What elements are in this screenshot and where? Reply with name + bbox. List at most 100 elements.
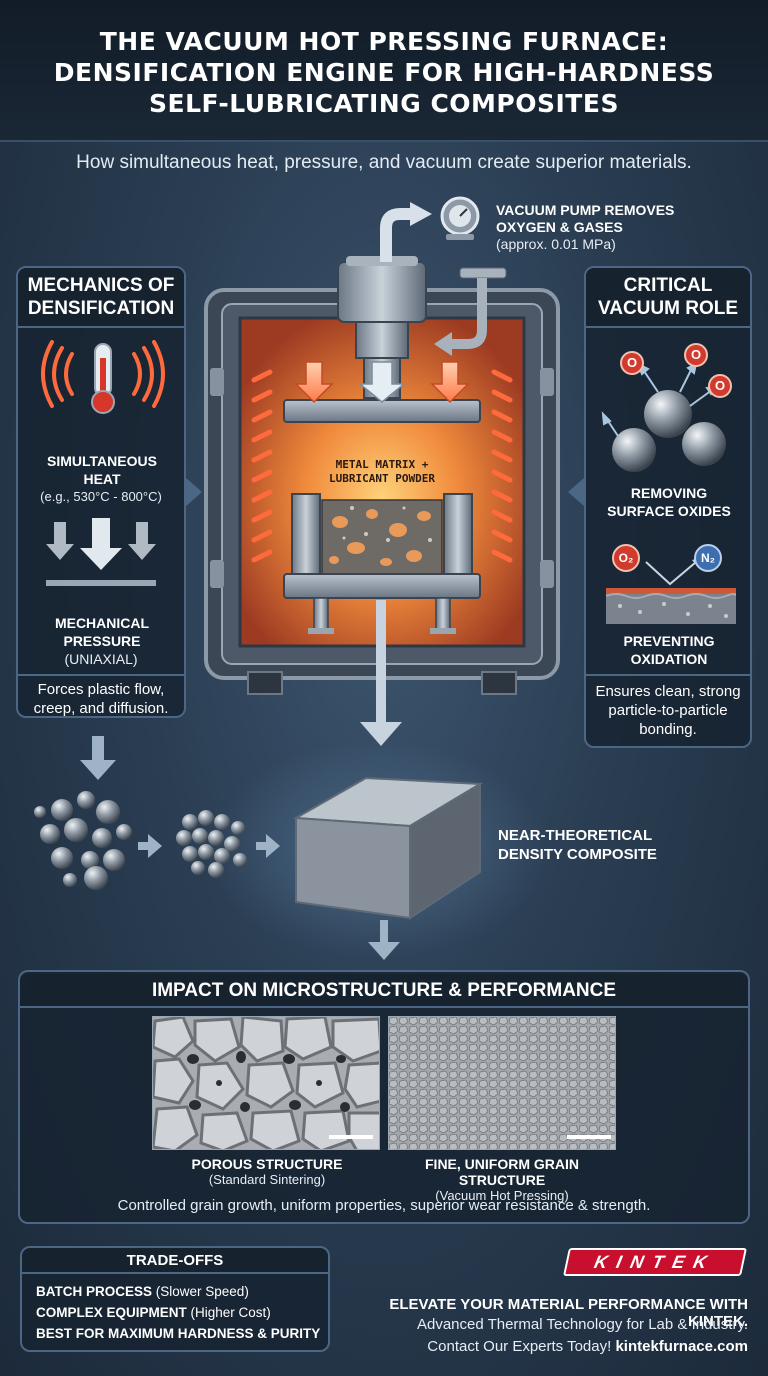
- vacuum-role-caption-line-1: Ensures clean, strong: [595, 683, 741, 700]
- thermometer-icon: [41, 340, 165, 414]
- mechanics-caption-line-1: Forces plastic flow,: [37, 681, 165, 698]
- sample-label-line-2: LUBRICANT POWDER: [329, 472, 435, 485]
- o2-molecule: O₂: [612, 544, 640, 572]
- composite-cube: [292, 776, 484, 920]
- furnace-diagram: [34, 196, 560, 960]
- heating-elements-right: [491, 369, 513, 563]
- result-label: NEAR-THEORETICAL DENSITY COMPOSITE: [498, 826, 698, 864]
- fine-grain-caption: FINE, UNIFORM GRAIN STRUCTURE (Vacuum Ho…: [380, 1156, 624, 1203]
- porous-caption: POROUS STRUCTURE (Standard Sintering): [150, 1156, 384, 1187]
- stage-arrow-1: [138, 834, 162, 858]
- pressure-arrows-red: [294, 361, 470, 404]
- cta-website-link[interactable]: kintekfurnace.com: [615, 1338, 748, 1355]
- heat-label-line-1: SIMULTANEOUS: [47, 453, 157, 469]
- prevent-oxidation-label: PREVENTING OXIDATION: [588, 632, 750, 668]
- vacuum-role-divider: [586, 674, 750, 676]
- impact-summary: Controlled grain growth, uniform propert…: [117, 1197, 651, 1214]
- vacuum-gauge-icon: [440, 196, 480, 240]
- mechanics-panel: MECHANICS OF DENSIFICATION SIMULTANEOUS …: [16, 266, 186, 718]
- kintek-logo: KINTEK: [563, 1248, 747, 1276]
- prevent-oxidation-line-1: PREVENTING: [623, 633, 715, 649]
- tradeoff-row-2-bold: COMPLEX EQUIPMENT: [36, 1305, 187, 1320]
- title-line-2: DENSIFICATION ENGINE FOR HIGH-HARDNESS: [53, 58, 715, 87]
- particle-stage-compacted: [176, 810, 247, 878]
- upper-platen: [283, 399, 481, 423]
- title-line-1: THE VACUUM HOT PRESSING FURNACE:: [99, 27, 669, 56]
- hydraulic-ram: [337, 256, 427, 399]
- support-post-right: [435, 597, 451, 631]
- title-band: [0, 0, 768, 142]
- prevent-oxidation-line-2: OXIDATION: [630, 651, 708, 667]
- exhaust-pipe: [380, 208, 412, 262]
- vacuum-pump-line-2: OXYGEN & GASES: [496, 219, 623, 235]
- oxide-removal-icon: [601, 361, 726, 472]
- cta-tagline: Advanced Thermal Technology for Lab & In…: [416, 1316, 748, 1333]
- oxide-removal-label: REMOVING SURFACE OXIDES: [588, 484, 750, 520]
- impact-panel: [18, 970, 750, 1224]
- cta-headline: ELEVATE YOUR MATERIAL PERFORMANCE WITH K…: [389, 1296, 748, 1330]
- fine-grain-sub: (Vacuum Hot Pressing): [435, 1188, 569, 1203]
- sample-label-line-1: METAL MATRIX +: [335, 458, 429, 471]
- heating-elements-left: [251, 369, 273, 563]
- oxide-removal-line-2: SURFACE OXIDES: [607, 503, 731, 519]
- inlet-pipe: [434, 267, 507, 356]
- result-label-line-1: NEAR-THEORETICAL: [498, 827, 653, 844]
- page-title: THE VACUUM HOT PRESSING FURNACE: DENSIFI…: [20, 26, 748, 119]
- porous-grains-image: [153, 1017, 379, 1149]
- mechanics-pointer: [186, 478, 202, 506]
- tradeoff-row-2: COMPLEX EQUIPMENT (Higher Cost): [36, 1305, 271, 1320]
- porous-label: POROUS STRUCTURE: [191, 1156, 343, 1172]
- n2-molecule: N₂: [694, 544, 722, 572]
- impact-arrow: [368, 920, 400, 960]
- heat-label-line-2: HEAT: [83, 471, 121, 487]
- pressure-type: (UNIAXIAL): [64, 651, 138, 667]
- lower-platen: [283, 573, 481, 599]
- output-arrow: [360, 600, 402, 746]
- vacuum-role-caption-line-2: particle-to-particle: [608, 702, 728, 719]
- mechanics-title-line-1: MECHANICS OF: [27, 275, 175, 296]
- stage-arrow-2: [256, 834, 280, 858]
- cta-contact: Contact Our Experts Today! kintekfurnace…: [340, 1338, 748, 1355]
- vacuum-role-title: CRITICAL VACUUM ROLE: [586, 268, 750, 328]
- fine-grain-micrograph: [388, 1016, 616, 1150]
- porous-micrograph: [152, 1016, 380, 1150]
- pressure-label-line-1: MECHANICAL: [54, 615, 150, 631]
- tradeoff-row-1-bold: BATCH PROCESS: [36, 1284, 153, 1299]
- support-post-left: [313, 597, 329, 631]
- vacuum-role-caption: Ensures clean, strong particle-to-partic…: [586, 682, 750, 739]
- oxygen-atom-1: O: [620, 351, 644, 375]
- result-label-line-2: DENSITY COMPOSITE: [498, 846, 657, 863]
- vacuum-role-caption-line-3: bonding.: [639, 721, 697, 738]
- pressure-label-line-2: PRESSURE: [63, 633, 141, 649]
- oxide-removal-line-1: REMOVING: [630, 485, 708, 501]
- tradeoff-row-3-bold: BEST FOR MAXIMUM HARDNESS & PURITY: [36, 1326, 321, 1341]
- vacuum-role-pointer: [568, 478, 584, 506]
- mechanics-caption: Forces plastic flow, creep, and diffusio…: [18, 680, 184, 718]
- exhaust-arrow: [410, 202, 432, 226]
- die-wall-right: [443, 493, 473, 575]
- mechanics-title: MECHANICS OF DENSIFICATION: [18, 268, 184, 328]
- mechanics-down-arrow: [80, 736, 116, 780]
- vacuum-pump-line-1: VACUUM PUMP REMOVES: [496, 202, 675, 218]
- impact-title: IMPACT ON MICROSTRUCTURE & PERFORMANCE: [20, 974, 748, 1008]
- mechanics-title-line-2: DENSIFICATION: [27, 298, 175, 319]
- oxygen-atom-3: O: [708, 374, 732, 398]
- fine-grain-label: FINE, UNIFORM GRAIN STRUCTURE: [425, 1156, 579, 1188]
- tradeoffs-title: TRADE-OFFS: [22, 1248, 328, 1274]
- cta-contact-text: Contact Our Experts Today!: [427, 1338, 616, 1355]
- title-line-3: SELF-LUBRICATING COMPOSITES: [149, 89, 619, 118]
- porous-scale-bar: [329, 1135, 373, 1139]
- tradeoff-row-3: BEST FOR MAXIMUM HARDNESS & PURITY: [36, 1326, 320, 1341]
- page-subtitle: How simultaneous heat, pressure, and vac…: [76, 152, 692, 173]
- pressure-arrows-icon: [46, 518, 156, 586]
- vacuum-role-title-line-2: VACUUM ROLE: [597, 298, 739, 319]
- mechanics-divider: [18, 674, 184, 676]
- mechanics-caption-line-2: creep, and diffusion.: [33, 700, 169, 717]
- vacuum-role-panel: CRITICAL VACUUM ROLE O O O REMOVING SURF…: [584, 266, 752, 748]
- heat-label: SIMULTANEOUS HEAT: [22, 452, 182, 488]
- heat-range: (e.g., 530°C - 800°C): [40, 489, 162, 504]
- powder-compact: [321, 499, 443, 575]
- particle-stage-loose: [34, 791, 132, 890]
- tradeoff-row-1: BATCH PROCESS (Slower Speed): [36, 1284, 249, 1299]
- die-wall-left: [291, 493, 321, 575]
